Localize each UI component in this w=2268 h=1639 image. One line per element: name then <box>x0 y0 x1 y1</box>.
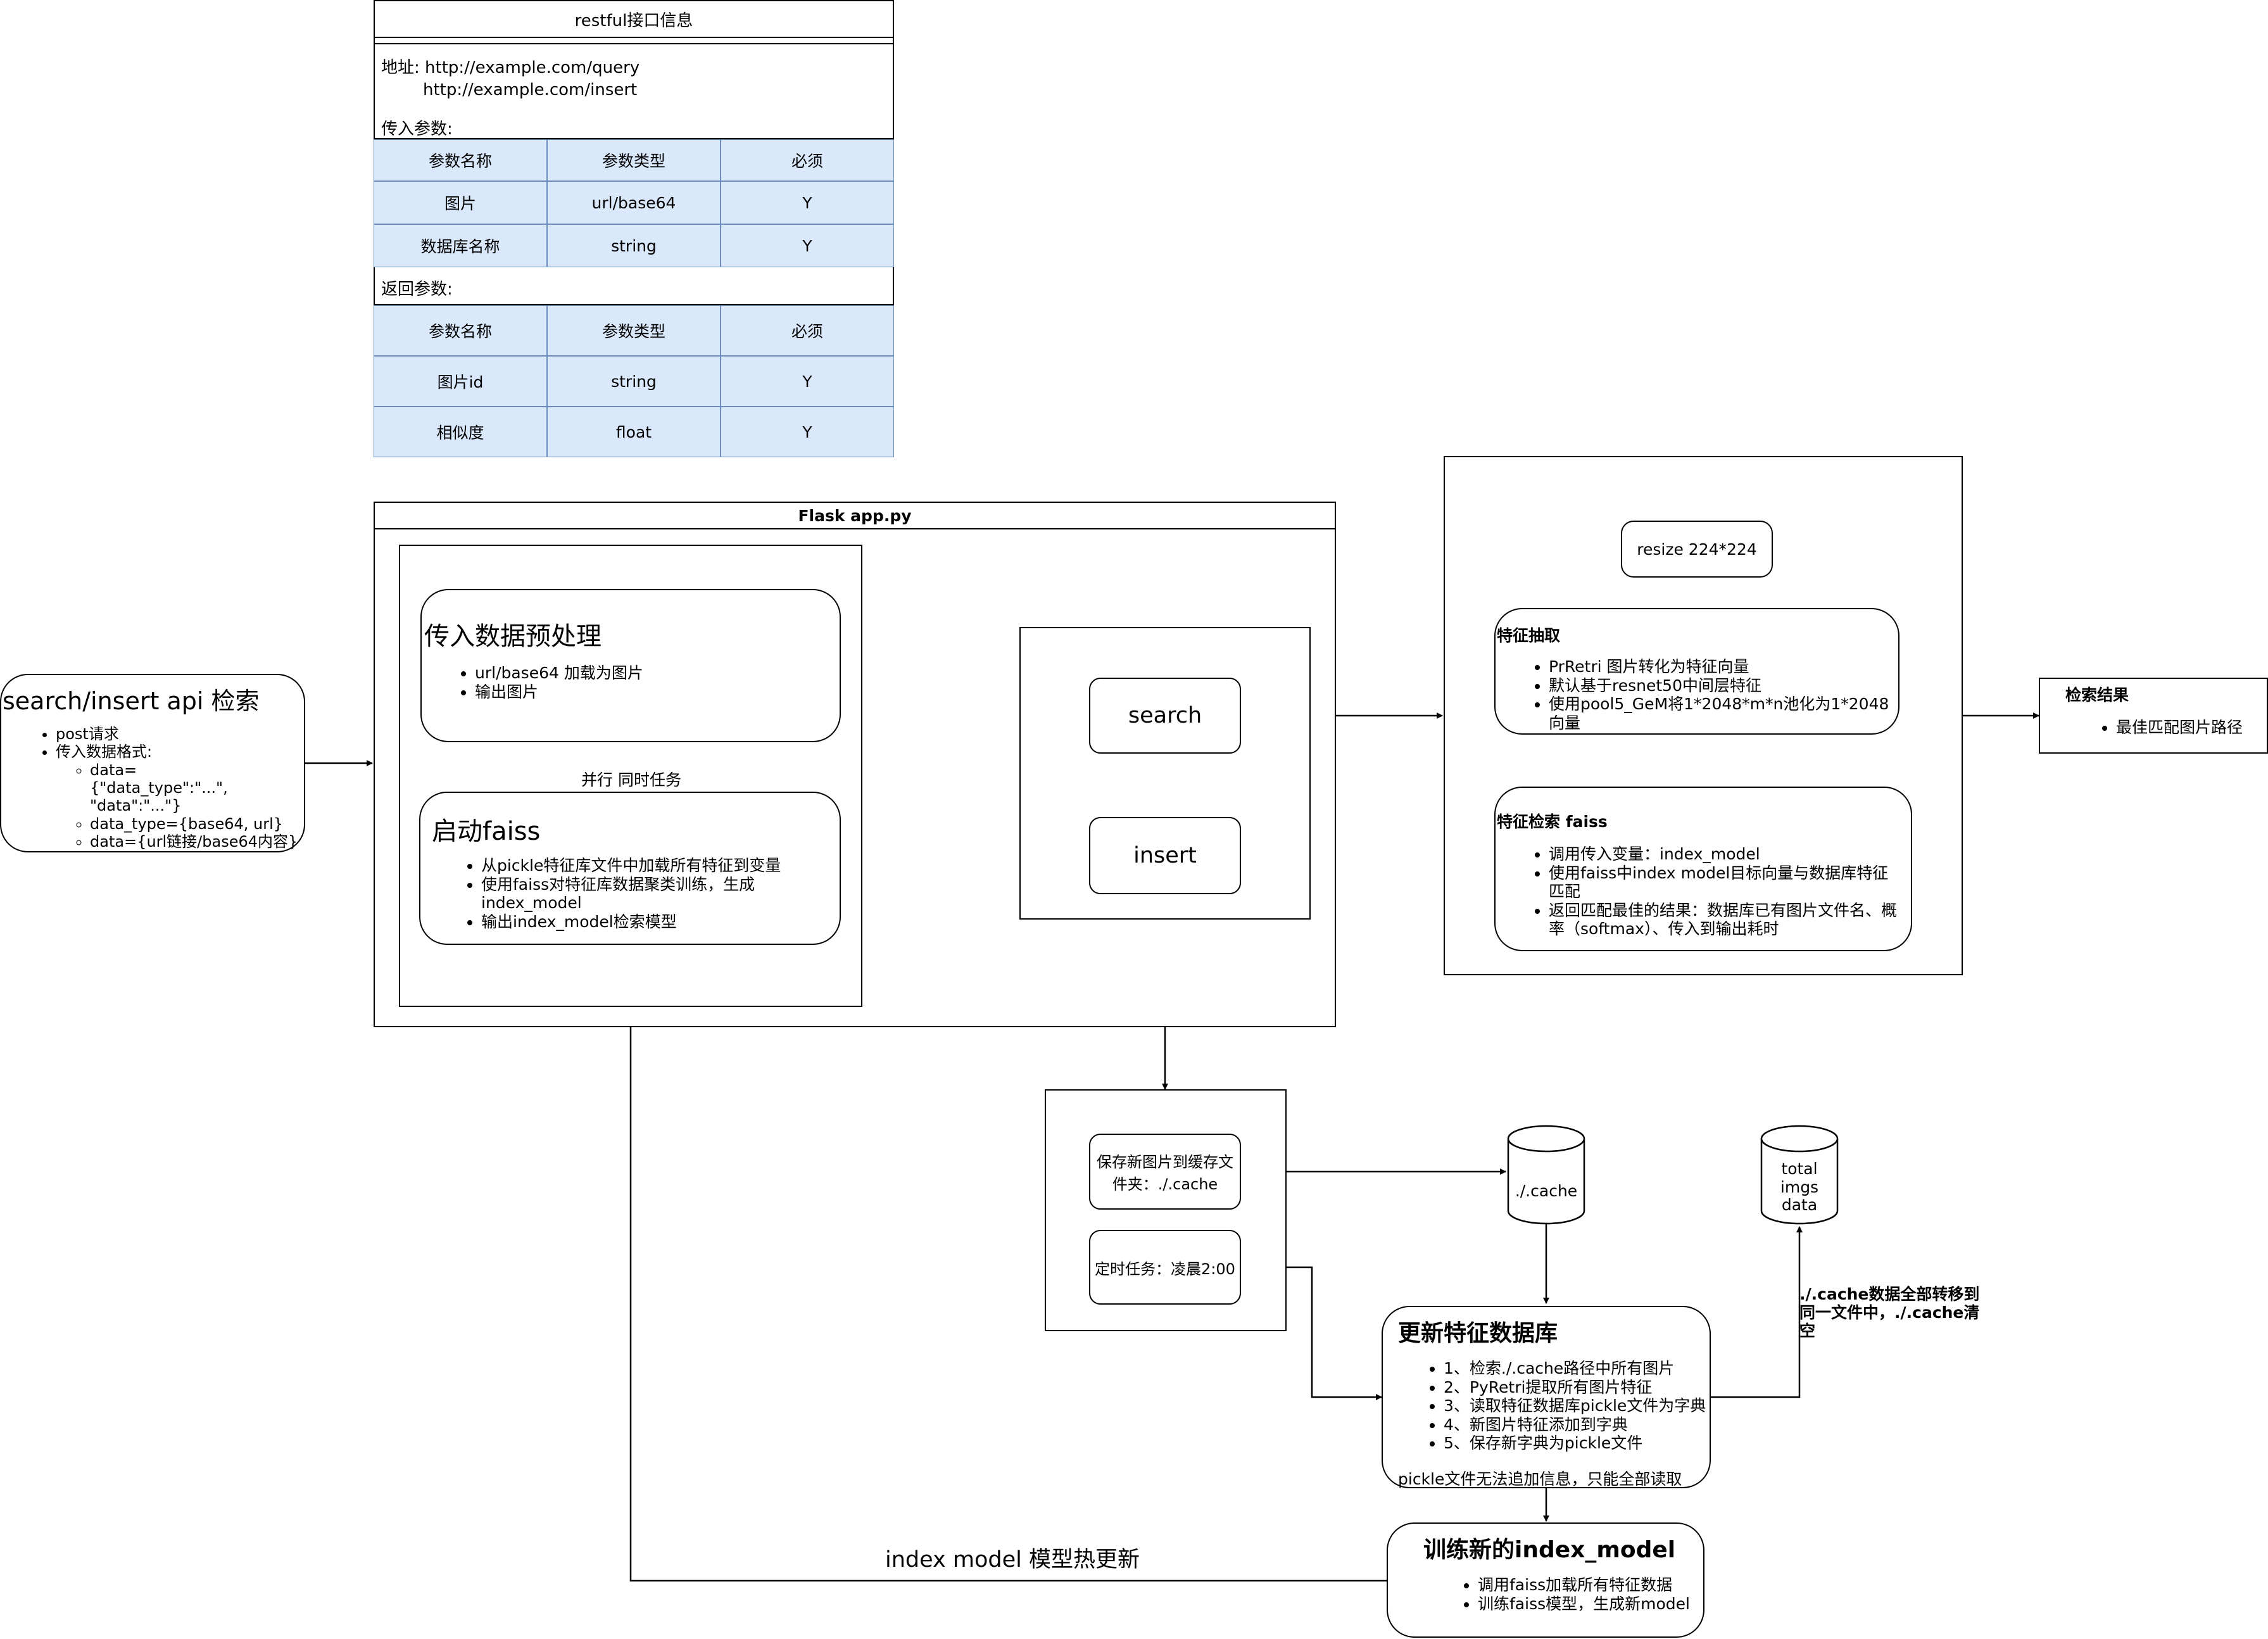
list-item: 5、保存新字典为pickle文件 <box>1444 1434 1710 1453</box>
input-row-cell: url/base64 <box>547 181 721 224</box>
total-imgs-storage-label: total imgs data <box>1780 1159 1819 1215</box>
list-item: 使用pool5_GeM将1*2048*m*n池化为1*2048向量 <box>1549 695 1898 732</box>
list-item: 2、PyRetri提取所有图片特征 <box>1444 1378 1710 1397</box>
feature-retrieval-list: 调用传入变量：index_model 使用faiss中index model目标… <box>1497 845 1911 939</box>
feature-retrieval-box: 特征检索 faiss 调用传入变量：index_model 使用faiss中in… <box>1494 787 1912 951</box>
list-item: 使用faiss中index model目标向量与数据库特征匹配 <box>1549 864 1899 901</box>
input-header-type: 参数类型 <box>547 139 721 181</box>
list-item: 输出index_model检索模型 <box>481 913 840 932</box>
search-insert-api-list: post请求 传入数据格式: data={"data_type":"...", … <box>3 725 304 851</box>
input-row-cell: string <box>547 224 721 267</box>
list-item: 使用faiss对特征库数据聚类训练，生成index_model <box>481 875 840 913</box>
output-row-cell: Y <box>721 356 894 407</box>
insert-button[interactable]: insert <box>1089 817 1241 894</box>
list-item: 返回匹配最佳的结果：数据库已有图片文件名、概率（softmax）、传入到输出耗时 <box>1549 901 1899 939</box>
api-output-params-section: 返回参数: <box>374 267 894 305</box>
list-item: 调用传入变量：index_model <box>1549 845 1899 864</box>
api-address-line1: 地址: http://example.com/query <box>381 58 640 77</box>
input-row-cell: Y <box>721 181 894 224</box>
api-table-title: restful接口信息 <box>374 0 894 37</box>
update-db-box: 更新特征数据库 1、检索./.cache路径中所有图片 2、PyRetri提取所… <box>1382 1306 1711 1488</box>
faiss-start-title: 启动faiss <box>432 817 541 846</box>
output-row-cell: float <box>547 407 721 457</box>
input-header-required: 必须 <box>721 139 894 181</box>
faiss-start-box: 启动faiss 从pickle特征库文件中加载所有特征到变量 使用faiss对特… <box>419 792 841 945</box>
input-header-name: 参数名称 <box>374 139 547 181</box>
parallel-tasks-label: 并行 同时任务 <box>581 771 681 789</box>
api-output-params-grid: 参数名称 参数类型 必须 图片id string Y 相似度 float Y <box>374 305 894 457</box>
api-address-section: 地址: http://example.com/query http://exam… <box>374 44 894 139</box>
input-row-cell: Y <box>721 224 894 267</box>
list-item: PrRetri 图片转化为特征向量 <box>1549 657 1898 676</box>
result-list: 最佳匹配图片路径 <box>2065 718 2267 737</box>
list-item: 从pickle特征库文件中加载所有特征到变量 <box>481 856 840 875</box>
resize-box: resize 224*224 <box>1621 521 1773 578</box>
cache-storage-label: ./.cache <box>1515 1181 1578 1200</box>
output-row-cell: 相似度 <box>374 407 547 457</box>
search-insert-sub-list: data={"data_type":"...", "data":"..."} d… <box>56 761 304 851</box>
api-table: restful接口信息 地址: http://example.com/query… <box>374 0 894 457</box>
train-model-list: 调用faiss加载所有特征数据 训练faiss模型，生成新model <box>1423 1576 1703 1613</box>
list-item: data_type={base64, url} <box>90 815 304 833</box>
api-input-params-grid: 参数名称 参数类型 必须 图片 url/base64 Y 数据库名称 strin… <box>374 139 894 267</box>
list-item: data={url链接/base64内容} <box>90 833 304 851</box>
search-button[interactable]: search <box>1089 678 1241 754</box>
train-model-title: 训练新的index_model <box>1423 1537 1676 1563</box>
list-item: 传入数据格式: data={"data_type":"...", "data":… <box>56 743 304 851</box>
feature-extract-list: PrRetri 图片转化为特征向量 默认基于resnet50中间层特征 使用po… <box>1497 657 1898 732</box>
hot-update-label: index model 模型热更新 <box>885 1547 1140 1573</box>
list-item: 默认基于resnet50中间层特征 <box>1549 676 1898 695</box>
input-row-cell: 数据库名称 <box>374 224 547 267</box>
output-row-cell: 图片id <box>374 356 547 407</box>
arrow-update-to-total <box>1711 1226 1803 1398</box>
output-row-cell: string <box>547 356 721 407</box>
list-item: 最佳匹配图片路径 <box>2116 718 2267 737</box>
update-db-title: 更新特征数据库 <box>1398 1320 1558 1346</box>
faiss-start-list: 从pickle特征库文件中加载所有特征到变量 使用faiss对特征库数据聚类训练… <box>432 856 840 931</box>
feature-retrieval-title: 特征检索 faiss <box>1497 813 1608 831</box>
result-box: 检索结果 最佳匹配图片路径 <box>2039 678 2268 754</box>
arrow-train-to-faiss <box>627 943 1387 1582</box>
transfer-note: ./.cache数据全部转移到同一文件中，./.cache清空 <box>1799 1285 1980 1340</box>
api-address-line2: http://example.com/insert <box>423 80 638 99</box>
api-table-title-separator <box>374 37 894 44</box>
list-item: data={"data_type":"...", "data":"..."} <box>90 761 242 815</box>
list-item: url/base64 加载为图片 <box>475 664 840 683</box>
list-item: 4、新图片特征添加到字典 <box>1444 1415 1710 1434</box>
api-output-params-label: 返回参数: <box>381 280 453 299</box>
list-item: 输出图片 <box>475 683 840 702</box>
list-item: 3、读取特征数据库pickle文件为字典 <box>1444 1396 1710 1415</box>
cache-cylinder <box>1507 1125 1585 1225</box>
list-item: 1、检索./.cache路径中所有图片 <box>1444 1359 1710 1378</box>
search-insert-api-box: search/insert api 检索 post请求 传入数据格式: data… <box>0 674 305 852</box>
output-header-required: 必须 <box>721 305 894 356</box>
input-row-cell: 图片 <box>374 181 547 224</box>
list-item: post请求 <box>56 725 304 743</box>
api-input-params-label: 传入参数: <box>381 120 453 139</box>
list-item: 调用faiss加载所有特征数据 <box>1478 1576 1703 1595</box>
update-db-list: 1、检索./.cache路径中所有图片 2、PyRetri提取所有图片特征 3、… <box>1398 1359 1710 1453</box>
feature-extract-title: 特征抽取 <box>1497 626 1561 645</box>
search-insert-api-title: search/insert api 检索 <box>3 687 260 715</box>
save-cache-task: 保存新图片到缓存文件夹：./.cache <box>1089 1134 1241 1210</box>
preprocess-list: url/base64 加载为图片 输出图片 <box>424 664 840 701</box>
output-row-cell: Y <box>721 407 894 457</box>
flask-app-title: Flask app.py <box>375 503 1335 529</box>
total-imgs-cylinder <box>1760 1125 1839 1225</box>
list-item: 训练faiss模型，生成新model <box>1478 1595 1703 1614</box>
feature-extract-box: 特征抽取 PrRetri 图片转化为特征向量 默认基于resnet50中间层特征… <box>1494 608 1899 735</box>
result-title: 检索结果 <box>2065 686 2129 704</box>
update-db-note: pickle文件无法追加信息，只能全部读取 <box>1398 1469 1682 1488</box>
preprocess-box: 传入数据预处理 url/base64 加载为图片 输出图片 <box>420 589 841 742</box>
preprocess-title: 传入数据预处理 <box>424 622 602 651</box>
output-header-name: 参数名称 <box>374 305 547 356</box>
train-model-box: 训练新的index_model 调用faiss加载所有特征数据 训练faiss模… <box>1387 1522 1704 1638</box>
output-header-type: 参数类型 <box>547 305 721 356</box>
scheduled-task: 定时任务：凌晨2:00 <box>1089 1230 1241 1305</box>
